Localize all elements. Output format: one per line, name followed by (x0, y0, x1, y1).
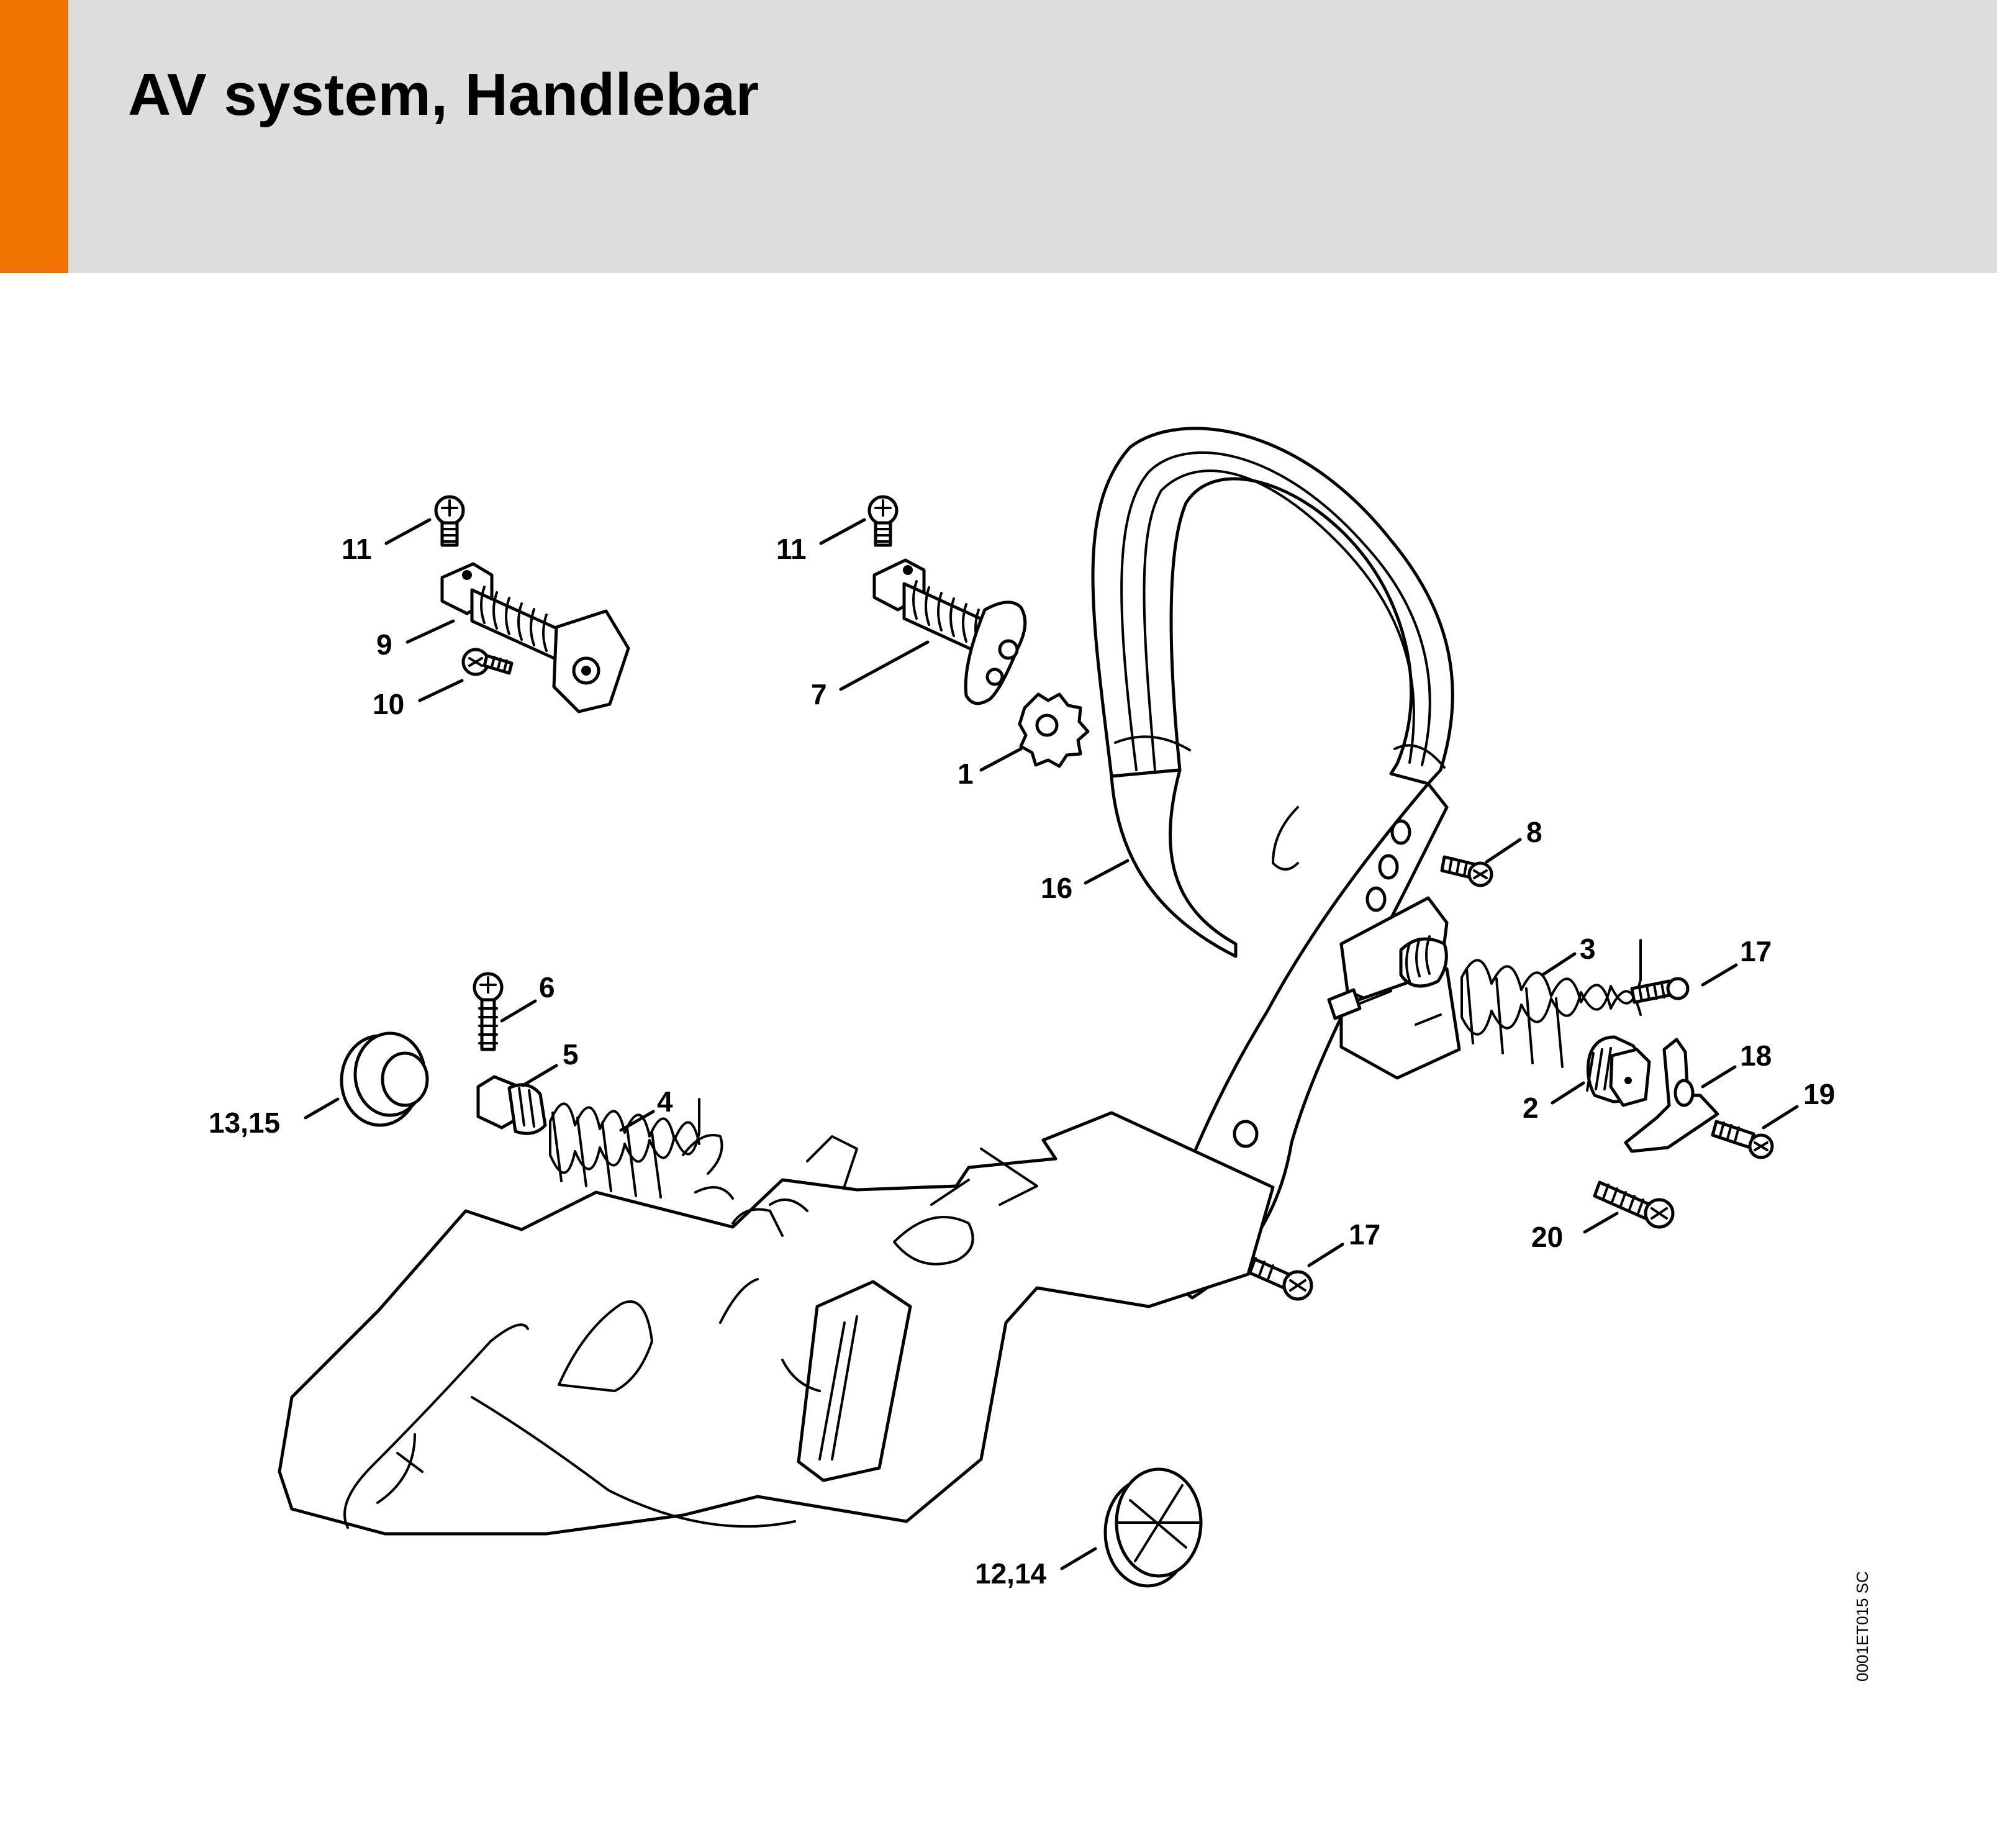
callout-11: 11 (776, 533, 807, 565)
screw-part-8 (1440, 855, 1493, 887)
page-title: AV system, Handlebar (128, 61, 759, 128)
callout-labels: 11 9 10 11 7 1 16 8 3 17 18 2 19 20 17 6… (209, 533, 1835, 1590)
av-element-part-9 (440, 562, 630, 713)
callout-17: 17 (1349, 1218, 1380, 1251)
callout-10: 10 (373, 688, 404, 720)
callout-11: 11 (342, 533, 372, 565)
callout-19: 19 (1803, 1078, 1835, 1110)
callout-6: 6 (539, 971, 555, 1003)
cap-part-13-15 (340, 1031, 429, 1127)
callout-20: 20 (1531, 1221, 1563, 1253)
screw-part-11a (434, 495, 465, 547)
screw-part-10 (461, 648, 514, 676)
screw-part-11b (867, 495, 899, 547)
screw-part-19 (1711, 1120, 1774, 1159)
tank-housing (278, 1111, 1275, 1536)
plug-part-2 (1586, 1035, 1651, 1107)
screw-part-6 (473, 972, 504, 1051)
callout-4: 4 (657, 1085, 673, 1118)
av-element-part-7 (872, 558, 1027, 705)
callout-12-14: 12,14 (975, 1557, 1047, 1590)
stud-part-5 (476, 1075, 547, 1135)
callout-2: 2 (1523, 1092, 1539, 1124)
cap-part-12-14 (1103, 1467, 1203, 1588)
drawing-reference-code: 0001ET015 SC (1853, 1571, 1872, 1682)
callout-9: 9 (376, 628, 392, 661)
callout-17: 17 (1740, 935, 1772, 967)
leader-lines (304, 518, 1799, 1570)
buffer-part-1 (1018, 692, 1090, 768)
callout-1: 1 (958, 758, 974, 790)
callout-3: 3 (1580, 933, 1596, 965)
bracket-part-18 (1624, 1038, 1719, 1153)
screw-part-20 (1593, 1180, 1675, 1229)
callout-16: 16 (1041, 872, 1072, 904)
header-accent-bar (0, 0, 68, 273)
callout-5: 5 (563, 1038, 579, 1071)
spring-part-3 (1460, 939, 1642, 1068)
callout-18: 18 (1740, 1040, 1772, 1072)
callout-8: 8 (1526, 816, 1542, 848)
header-band: AV system, Handlebar (0, 0, 1997, 273)
callout-7: 7 (811, 678, 827, 710)
screw-part-17a (1630, 977, 1690, 1004)
spring-part-4 (549, 1098, 700, 1198)
callout-13-15: 13,15 (209, 1107, 280, 1139)
